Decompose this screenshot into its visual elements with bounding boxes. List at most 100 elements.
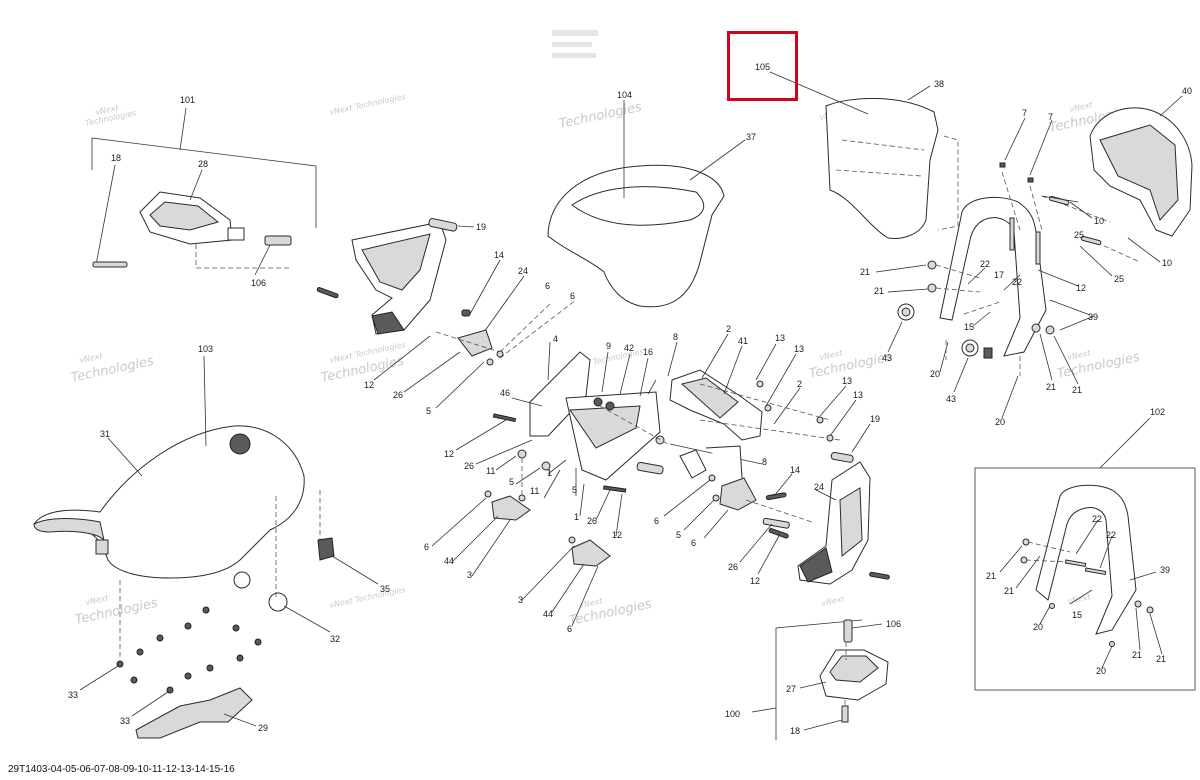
callout: 12	[750, 576, 760, 586]
callout: 12	[1076, 283, 1086, 293]
callout: 15	[1072, 610, 1082, 620]
center-mounting-hardware	[373, 259, 763, 627]
callout: 39	[1160, 565, 1170, 575]
callout: 20	[1096, 666, 1106, 676]
callout: 43	[946, 394, 956, 404]
callout: 26	[728, 562, 738, 572]
callout: 25	[1074, 230, 1084, 240]
right-mounting-plate	[669, 333, 857, 442]
callout: 100	[725, 709, 740, 719]
callout: 101	[180, 95, 195, 105]
callout: 17	[994, 270, 1004, 280]
callout: 35	[380, 584, 390, 594]
callout: 10	[1094, 216, 1104, 226]
callout: 22	[1092, 514, 1102, 524]
callout: 104	[617, 90, 632, 100]
watermark-text: vNext Technologies	[329, 585, 407, 610]
callout: 22	[1012, 277, 1022, 287]
passenger-handle-assembly	[92, 164, 339, 299]
callout: 21	[860, 267, 870, 277]
callout: 13	[842, 376, 852, 386]
callout: 19	[476, 222, 486, 232]
driver-handle-assembly	[799, 619, 889, 731]
group-brackets	[91, 107, 1196, 740]
callout: 33	[120, 716, 130, 726]
watermark-text: vNext	[821, 594, 847, 608]
backrest-frame	[875, 117, 1161, 419]
callout: 6	[424, 542, 429, 552]
callout: 25	[1114, 274, 1124, 284]
callout: 40	[1182, 86, 1192, 96]
callout: 24	[814, 482, 824, 492]
callout: 13	[853, 390, 863, 400]
callout: 102	[1150, 407, 1165, 417]
callout: 26	[464, 461, 474, 471]
callout: 2	[726, 324, 731, 334]
right-side-hardware	[636, 423, 890, 585]
watermark-text: vNext Technologies	[329, 92, 407, 117]
callout: 1	[547, 468, 552, 478]
callout: 1	[574, 512, 579, 522]
callout: 21	[1072, 385, 1082, 395]
callout: 39	[1088, 312, 1098, 322]
callout: 7	[1048, 112, 1053, 122]
callout: 22	[1106, 530, 1116, 540]
callout: 38	[934, 79, 944, 89]
callout: 14	[790, 465, 800, 475]
callout: 12	[612, 530, 622, 540]
callout: 105	[755, 62, 770, 72]
callout: 3	[518, 595, 523, 605]
callout: 33	[68, 690, 78, 700]
callout: 4	[553, 334, 558, 344]
callout: 20	[995, 417, 1005, 427]
faint-logo	[552, 30, 598, 58]
callout: 43	[882, 353, 892, 363]
callout: 106	[886, 619, 901, 629]
callout: 15	[964, 322, 974, 332]
callout: 5	[572, 485, 577, 495]
callout: 103	[198, 344, 213, 354]
callout: 31	[100, 429, 110, 439]
callout: 19	[870, 414, 880, 424]
callout: 106	[251, 278, 266, 288]
highlight-box	[727, 31, 798, 101]
passenger-seat	[547, 100, 746, 308]
callout: 22	[980, 259, 990, 269]
callout: 13	[794, 344, 804, 354]
callout: 26	[587, 516, 597, 526]
callout: 12	[364, 380, 374, 390]
callout: 5	[509, 477, 514, 487]
watermark-text: vNext	[79, 351, 105, 365]
callout: 21	[1004, 586, 1014, 596]
callout: 7	[1022, 108, 1027, 118]
callout: 10	[1162, 258, 1172, 268]
callout: 6	[567, 624, 572, 634]
callout: 14	[494, 250, 504, 260]
callout: 9	[606, 341, 611, 351]
callout: 46	[500, 388, 510, 398]
callout: 20	[1033, 622, 1043, 632]
callout: 32	[330, 634, 340, 644]
callout: 8	[762, 457, 767, 467]
callout: 11	[530, 486, 539, 496]
backrest-pad	[769, 71, 959, 239]
callout: 27	[786, 684, 796, 694]
callout: 16	[643, 347, 653, 357]
callout: 42	[624, 343, 634, 353]
callout: 28	[198, 159, 208, 169]
callout: 21	[986, 571, 996, 581]
callout: 6	[691, 538, 696, 548]
rear-cover	[1089, 95, 1193, 237]
callout: 21	[1156, 654, 1166, 664]
callout: 18	[111, 153, 121, 163]
callout: 21	[1046, 382, 1056, 392]
callout: 21	[1132, 650, 1142, 660]
callout: 24	[518, 266, 528, 276]
callout: 13	[775, 333, 785, 343]
callout-labels: 101 18 28 106 19 104 37 38 40 105 7 7 10…	[68, 62, 1192, 736]
callout: 6	[545, 281, 550, 291]
driver-seat	[33, 355, 379, 739]
callout: 26	[393, 390, 403, 400]
